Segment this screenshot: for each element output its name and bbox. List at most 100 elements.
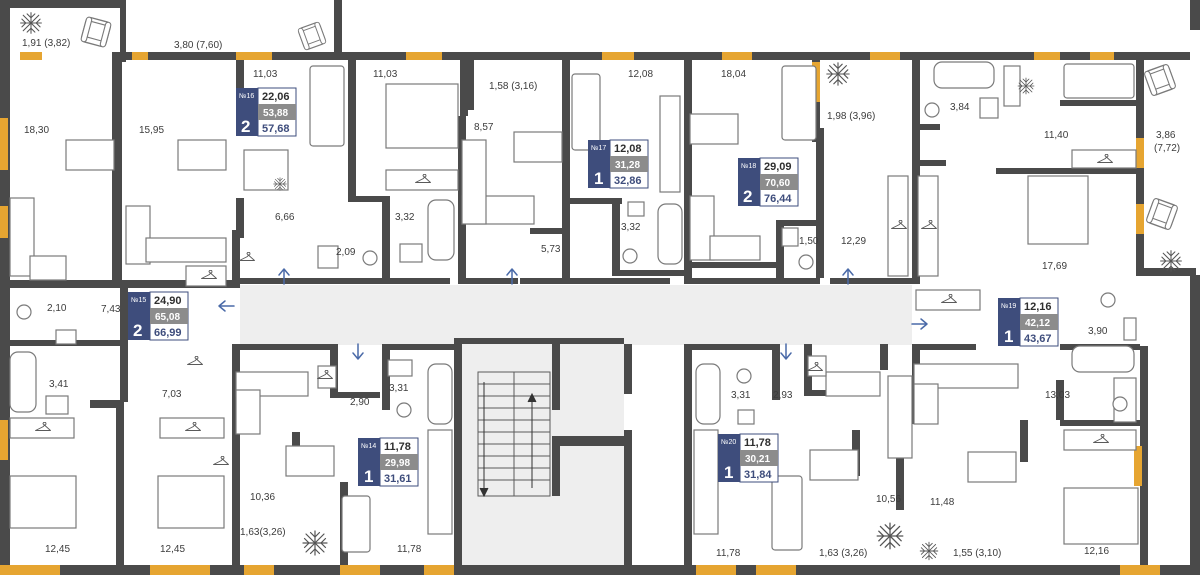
wall-segment [776, 220, 784, 278]
stairwell [477, 371, 551, 498]
wall-segment [454, 338, 624, 344]
window-segment [722, 52, 752, 60]
window-segment [406, 52, 442, 60]
window-segment [1136, 204, 1144, 234]
wall-segment [0, 346, 8, 575]
apartment-number: №17 [591, 145, 606, 152]
plant-icon [919, 541, 939, 561]
wall-segment [568, 198, 622, 204]
armchair-icon [1143, 63, 1177, 97]
apartment-room-count: 2 [133, 321, 142, 340]
entrance-arrow-icon [352, 343, 364, 360]
wall-segment [0, 0, 120, 8]
apartment-badge[interactable]: №14 1 11,78 29,98 31,61 [358, 437, 419, 487]
wall-segment [454, 344, 462, 566]
apartment-total-area: 76,44 [764, 193, 792, 205]
room-area-label: 13,03 [1045, 390, 1070, 401]
apartment-badge[interactable]: №20 1 11,78 30,21 31,84 [718, 433, 779, 483]
entrance-arrow-icon [506, 268, 518, 285]
wall-segment [1136, 106, 1144, 276]
wall-segment [612, 270, 684, 276]
wall-segment [1060, 100, 1140, 106]
window-segment [756, 565, 796, 575]
plant-icon [273, 177, 287, 191]
wall-segment [342, 52, 460, 60]
wall-segment [236, 198, 244, 238]
window-segment [244, 565, 274, 575]
room-area-label: 3,86 [1156, 130, 1176, 141]
room-area-label: 1,63(3,26) [240, 527, 286, 538]
apartment-living-area: 24,90 [154, 295, 182, 307]
armchair-icon [79, 15, 113, 49]
room-area-label: 3,31 [731, 390, 751, 401]
room-area-label: 3,41 [49, 379, 69, 390]
apartment-area: 31,28 [615, 160, 640, 171]
room-area-label: 12,45 [160, 544, 185, 555]
apartment-total-area: 31,61 [384, 473, 412, 485]
wall-segment [120, 0, 126, 62]
wall-segment [468, 52, 568, 60]
wall-segment [692, 52, 818, 60]
apartment-area: 42,12 [1025, 318, 1050, 329]
room-area-label: 12,08 [628, 69, 653, 80]
window-segment [236, 52, 272, 60]
wall-segment [692, 262, 780, 268]
apartment-number: №19 [1001, 303, 1016, 310]
wall-segment [232, 230, 240, 288]
apartment-living-area: 22,06 [262, 91, 290, 103]
entrance-arrow-icon [780, 343, 792, 360]
wall-segment [820, 52, 912, 60]
apartment-living-area: 11,78 [744, 437, 771, 449]
window-segment [0, 206, 8, 238]
hanger-icon [213, 456, 229, 465]
wall-segment [90, 400, 120, 408]
room-area-label: 12,29 [841, 236, 866, 247]
apartment-living-area: 12,16 [1024, 301, 1052, 313]
wall-segment [692, 344, 772, 350]
wall-segment [1140, 268, 1196, 276]
room-area-label: 5,73 [541, 244, 561, 255]
wall-segment [1060, 420, 1140, 426]
apartment-total-area: 43,67 [1024, 333, 1052, 345]
apartment-number: №20 [721, 439, 736, 446]
apartment-badge[interactable]: №17 1 12,08 31,28 32,86 [588, 139, 649, 189]
apartment-room-count: 2 [743, 187, 752, 206]
entrance-arrow-icon [278, 268, 290, 285]
corridor [240, 285, 912, 575]
windows [0, 52, 1160, 575]
plant-icon [826, 62, 850, 86]
apartment-number: №14 [361, 443, 376, 450]
room-area-label: 11,48 [930, 497, 955, 508]
armchair-icon [297, 21, 327, 51]
room-area-label: 3,31 [389, 383, 409, 394]
room-area-label: 18,30 [24, 125, 49, 136]
room-area-label: 11,40 [1044, 130, 1069, 141]
apartment-total-area: 57,68 [262, 123, 290, 135]
room-area-label: 11,03 [253, 69, 278, 80]
window-segment [1134, 446, 1142, 486]
apartment-badge[interactable]: №19 1 12,16 42,12 43,67 [998, 297, 1059, 347]
room-area-label: 1,50 [799, 236, 819, 247]
armchair-icon [1145, 197, 1179, 231]
room-area-label: 1,63 (3,26) [819, 548, 867, 559]
apartment-badge[interactable]: №15 2 24,90 65,08 66,99 [128, 291, 189, 341]
apartment-total-area: 31,84 [744, 469, 772, 481]
wall-segment [920, 52, 1096, 60]
wall-segment [348, 60, 356, 196]
wall-segment [692, 278, 820, 284]
apartment-room-count: 2 [241, 117, 250, 136]
apartment-badge[interactable]: №18 2 29,09 70,60 76,44 [738, 157, 799, 207]
room-area-label: 6,66 [275, 212, 295, 223]
room-area-label: 2,10 [47, 303, 67, 314]
apartment-total-area: 66,99 [154, 327, 182, 339]
room-area-label: 3,32 [621, 222, 641, 233]
wall-segment [552, 342, 560, 410]
wall-segment [830, 278, 920, 284]
wall-segment [530, 228, 562, 234]
apartment-badge[interactable]: №16 2 22,06 53,88 57,68 [236, 87, 297, 137]
room-area-label: 1,55 (3,10) [953, 548, 1001, 559]
window-segment [20, 52, 42, 60]
wall-segment [520, 278, 670, 284]
entrance-arrows [218, 268, 928, 360]
room-area-label: 3,32 [395, 212, 415, 223]
